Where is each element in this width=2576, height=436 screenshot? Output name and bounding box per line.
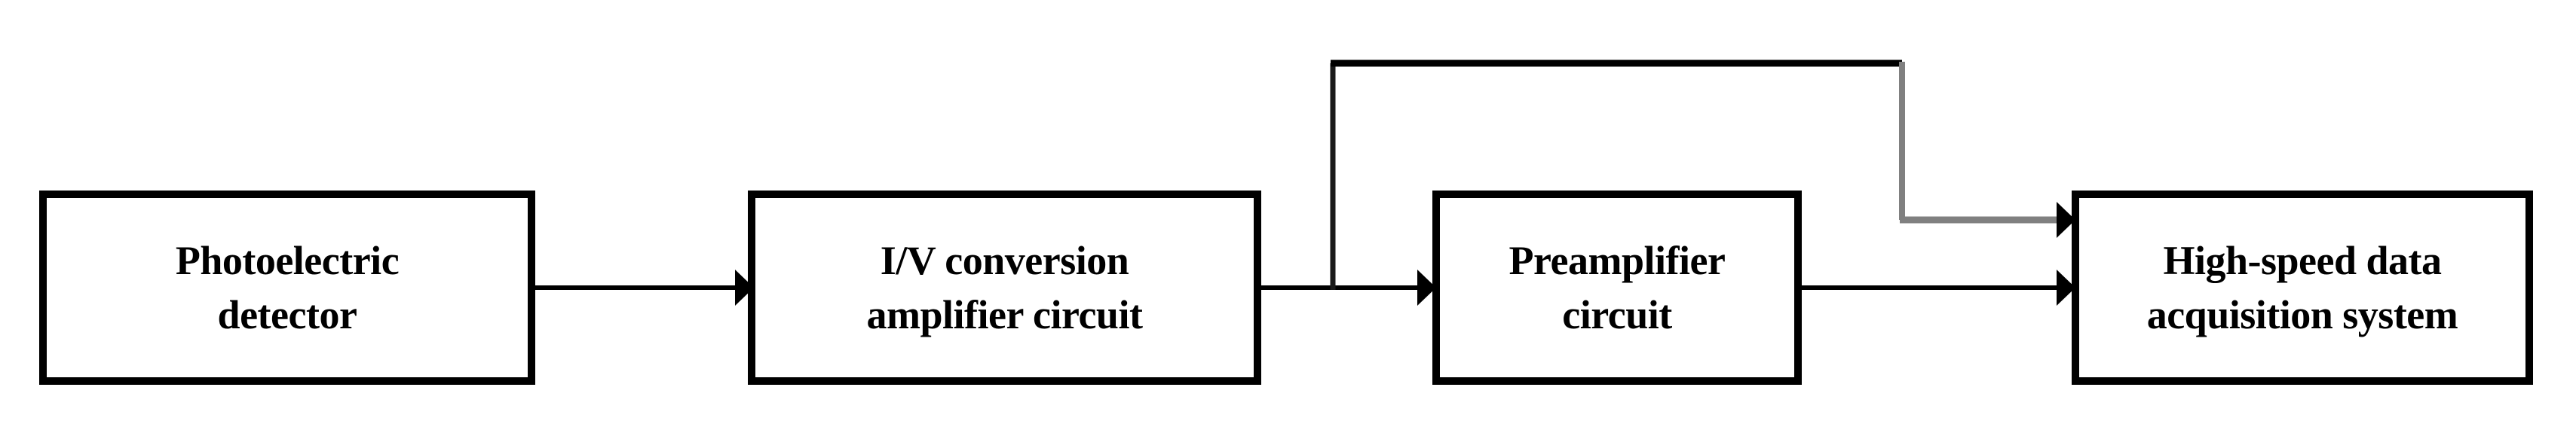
block-iv-conversion-amplifier-circuit[interactable]: I/V conversion amplifier circuit — [748, 191, 1261, 385]
block-label-preamplifier-circuit: Preamplifier circuit — [1509, 237, 1726, 337]
block-high-speed-data-acquisition-system[interactable]: High-speed data acquisition system — [2072, 191, 2533, 385]
connector-iv-to-preamplifier — [1261, 270, 1436, 306]
block-preamplifier-circuit[interactable]: Preamplifier circuit — [1432, 191, 1802, 385]
block-label-iv-conversion-amplifier-circuit: I/V conversion amplifier circuit — [866, 237, 1143, 337]
block-label-high-speed-data-acquisition-system: High-speed data acquisition system — [2146, 237, 2458, 337]
connector-preamplifier-to-daq — [1802, 270, 2075, 306]
connector-detector-to-iv — [535, 270, 754, 306]
block-photoelectric-detector[interactable]: Photoelectric detector — [39, 191, 535, 385]
block-label-photoelectric-detector: Photoelectric detector — [175, 237, 400, 337]
